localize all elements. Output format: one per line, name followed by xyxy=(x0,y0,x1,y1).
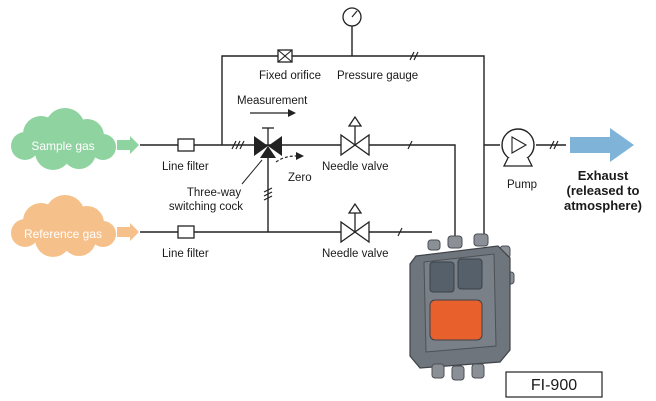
three-way-label-1: Three-way xyxy=(187,187,242,199)
line-filter-bottom xyxy=(177,225,195,239)
three-way-label-2: switching cock xyxy=(169,201,243,213)
needle-valve-top xyxy=(340,115,370,157)
cloud-puff xyxy=(35,221,71,257)
pump-label: Pump xyxy=(507,179,537,191)
model-label-box xyxy=(505,371,603,398)
sample-gas-label: Sample gas xyxy=(31,139,94,153)
needle-valve-top-label: Needle valve xyxy=(322,161,388,173)
fixed-orifice xyxy=(277,49,293,63)
exhaust-arrow xyxy=(570,128,634,162)
pressure-gauge-label: Pressure gauge xyxy=(337,70,418,82)
piping xyxy=(140,26,566,238)
pump-icon xyxy=(501,128,535,167)
reference-gas-cloud: Reference gas xyxy=(11,195,116,257)
cloud-puff xyxy=(90,221,116,247)
line-filter-bottom-label: Line filter xyxy=(162,248,209,260)
cloud-puff xyxy=(35,134,71,170)
fi-900-instrument xyxy=(409,233,515,381)
cloud-puff xyxy=(62,135,96,169)
line-filter-top xyxy=(177,138,195,152)
measurement-arrow xyxy=(250,109,296,117)
zero-label: Zero xyxy=(288,172,312,184)
exhaust-label-2: (released to xyxy=(567,183,640,198)
fixed-orifice-label: Fixed orifice xyxy=(259,70,321,82)
zero-path-arrow xyxy=(275,152,304,163)
three-way-cock xyxy=(254,127,282,158)
sample-gas-arrow xyxy=(117,136,139,154)
reference-gas-label: Reference gas xyxy=(24,227,102,241)
model-label: FI-900 xyxy=(531,377,577,394)
needle-valve-bottom xyxy=(340,202,370,244)
cloud-puff xyxy=(90,134,116,160)
measurement-label: Measurement xyxy=(237,95,308,107)
line-filter-top-label: Line filter xyxy=(162,161,209,173)
three-way-leader-line xyxy=(241,159,263,185)
needle-valve-bottom-label: Needle valve xyxy=(322,248,388,260)
exhaust-label-3: atmosphere) xyxy=(564,198,642,213)
pressure-gauge-icon xyxy=(342,7,362,27)
sample-gas-cloud: Sample gas xyxy=(11,108,116,170)
reference-gas-arrow xyxy=(117,223,139,241)
exhaust-label-1: Exhaust xyxy=(578,168,629,183)
cloud-puff xyxy=(62,222,96,256)
pipe-slash-marks xyxy=(231,51,559,237)
